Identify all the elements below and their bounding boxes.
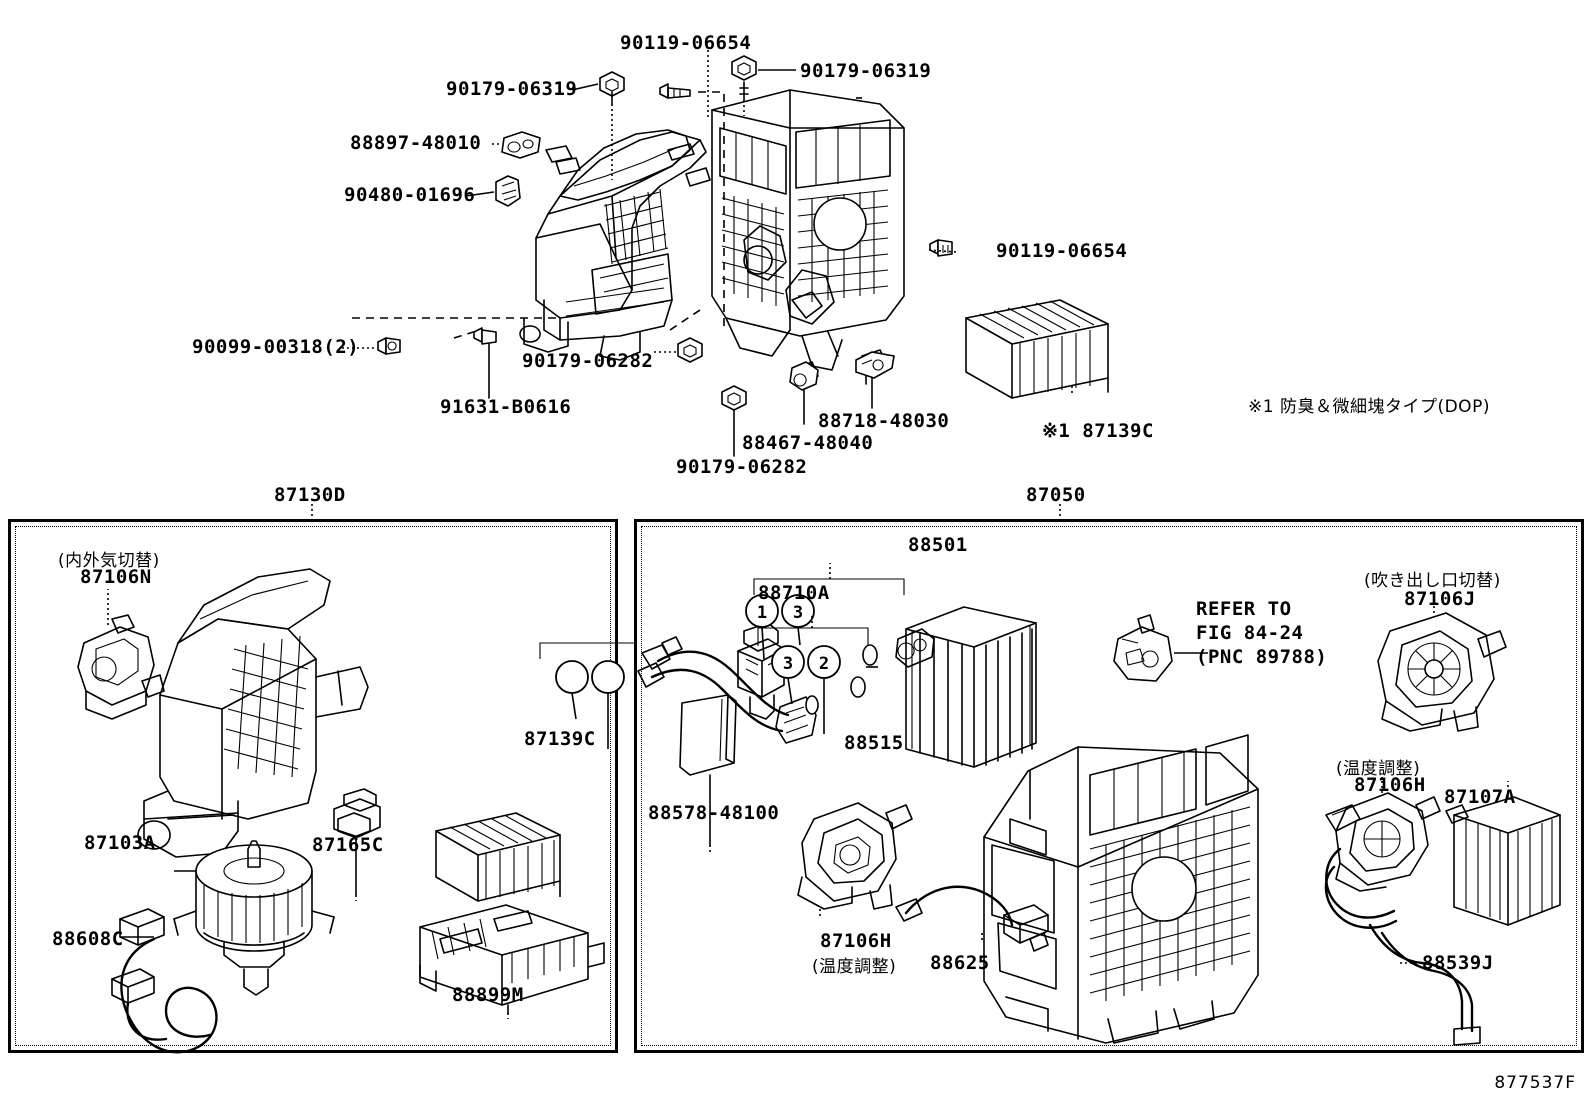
callout-88710A-1: 3 [783,654,793,674]
part-label-90179-06319-left: 90179-06319 [446,78,578,100]
left-panel-label-87165C: 87165C [312,834,384,856]
part-label-91631-B0616: 91631-B0616 [440,396,572,418]
right-panel-label-87106H-lower-jp: (温度調整) [812,957,897,977]
right-panel-illustration: 1 3 [539,563,1561,1046]
right-panel-label-87106J: 87106J [1404,588,1476,610]
refer-to-line2: FIG 84-24 [1196,622,1304,644]
top-assembly-illustration [311,50,1109,520]
part-label-90119-06654-top: 90119-06654 [620,32,752,54]
right-panel-header: 87050 [1026,484,1086,506]
callout-88501-1: 1 [757,603,767,623]
part-label-87139C-top: ※1 87139C [1042,420,1154,442]
note-dop: ※1 防臭＆微細塊タイプ(DOP) [1248,397,1490,417]
drawing-code: 877537F [1494,1073,1576,1093]
part-label-90179-06319-right: 90179-06319 [800,60,932,82]
left-panel-label-87139C: 87139C [524,728,596,750]
left-panel-label-88899M: 88899M [452,984,524,1006]
right-panel-label-87106H-lower: 87106H [820,930,892,952]
right-panel-label-87106H-jp: (温度調整) [1336,759,1421,779]
right-panel-label-88710A: 88710A [758,582,830,604]
right-panel-label-88501: 88501 [908,534,968,556]
left-panel-illustration [77,568,605,1054]
part-label-90179-06282-upper: 90179-06282 [522,350,654,372]
refer-to-line1: REFER TO [1196,598,1292,620]
left-panel-header: 87130D [274,484,346,506]
right-panel-label-88539J: 88539J [1422,952,1494,974]
callout-88710A-2: 2 [819,654,829,674]
part-label-90480-01696: 90480-01696 [344,184,476,206]
right-panel-label-87106J-jp: (吹き出し口切替) [1364,571,1501,591]
part-label-88718-48030: 88718-48030 [818,410,950,432]
part-label-90099-00318: 90099-00318(2) [192,336,360,358]
part-label-90119-06654-right: 90119-06654 [996,240,1128,262]
left-panel-label-87106N: 87106N [80,566,152,588]
callout-88710A-group: 3 2 [757,614,869,734]
right-panel-label-87107A: 87107A [1444,786,1516,808]
left-panel-label-88608C: 88608C [52,928,124,950]
right-panel-label-88515: 88515 [844,732,904,754]
callout-88501-2: 3 [793,603,803,623]
right-panel-label-88625: 88625 [930,952,990,974]
right-panel-label-88578-48100: 88578-48100 [648,802,780,824]
left-panel-label-87106N-jp: (内外気切替) [58,551,160,571]
refer-to-line3: (PNC 89788) [1196,646,1328,668]
part-label-88897-48010: 88897-48010 [350,132,482,154]
right-panel-label-87106H: 87106H [1354,774,1426,796]
part-label-90179-06282-lower: 90179-06282 [676,456,808,478]
left-panel-label-87103A: 87103A [84,832,156,854]
part-label-88467-48040: 88467-48040 [742,432,874,454]
